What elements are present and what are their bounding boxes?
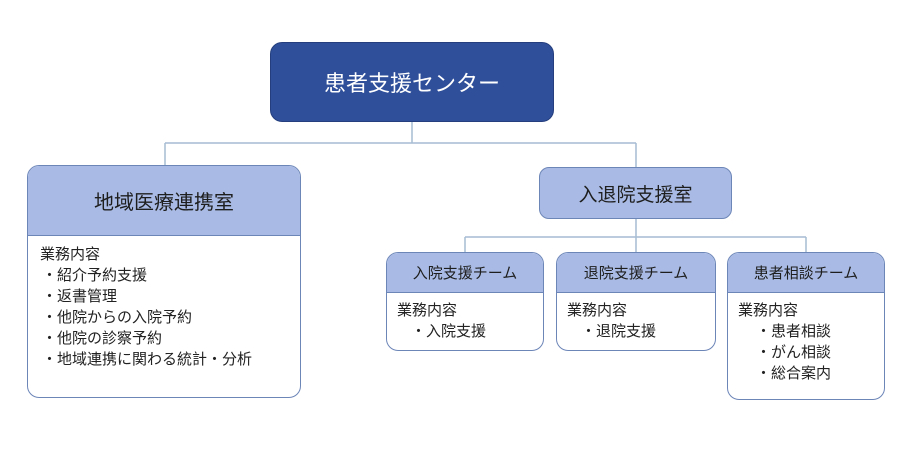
node-body: 業務内容 退院支援 (557, 293, 715, 349)
node-body: 業務内容 入院支援 (387, 293, 543, 349)
node-patient-consultation-team: 患者相談チーム 業務内容 患者相談 がん相談 総合案内 (727, 252, 885, 400)
node-body: 業務内容 患者相談 がん相談 総合案内 (728, 293, 884, 391)
duties-list: 紹介予約支援 返書管理 他院からの入院予約 他院の診察予約 地域連携に関わる統計… (40, 265, 288, 370)
duties-label: 業務内容 (397, 301, 458, 319)
node-title: 退院支援チーム (583, 264, 689, 282)
node-title: 入院支援チーム (412, 264, 518, 282)
duty-item: 入院支援 (397, 321, 533, 342)
node-title: 患者相談チーム (753, 264, 859, 282)
duty-item: 他院の診察予約 (40, 328, 288, 349)
duties-list: 患者相談 がん相談 総合案内 (738, 321, 874, 384)
root-node-label: 患者支援センター (323, 72, 500, 97)
duty-item: がん相談 (738, 342, 874, 363)
duty-item: 紹介予約支援 (40, 265, 288, 286)
duties-list: 入院支援 (397, 321, 533, 342)
duty-item: 返書管理 (40, 286, 288, 307)
duties-label: 業務内容 (738, 301, 799, 319)
duties-label: 業務内容 (567, 301, 628, 319)
node-title: 入退院支援室 (578, 183, 693, 206)
node-regional-medical-liaison-office: 地域医療連携室 業務内容 紹介予約支援 返書管理 他院からの入院予約 他院の診察… (27, 165, 301, 398)
node-header: 地域医療連携室 (28, 166, 300, 236)
node-header: 入院支援チーム (387, 253, 543, 293)
node-admission-support-team: 入院支援チーム 業務内容 入院支援 (386, 252, 544, 351)
duty-item: 他院からの入院予約 (40, 307, 288, 328)
duties-list: 退院支援 (567, 321, 705, 342)
duties-label: 業務内容 (40, 245, 101, 263)
node-discharge-support-team: 退院支援チーム 業務内容 退院支援 (556, 252, 716, 351)
node-header: 退院支援チーム (557, 253, 715, 293)
duty-item: 患者相談 (738, 321, 874, 342)
node-header: 患者相談チーム (728, 253, 884, 293)
node-admission-discharge-support-office: 入退院支援室 (539, 167, 732, 219)
node-title: 地域医療連携室 (94, 190, 234, 214)
root-node-patient-support-center: 患者支援センター (270, 42, 554, 122)
duty-item: 総合案内 (738, 363, 874, 384)
duty-item: 退院支援 (567, 321, 705, 342)
node-body: 業務内容 紹介予約支援 返書管理 他院からの入院予約 他院の診察予約 地域連携に… (28, 236, 300, 378)
duty-item: 地域連携に関わる統計・分析 (40, 349, 288, 370)
